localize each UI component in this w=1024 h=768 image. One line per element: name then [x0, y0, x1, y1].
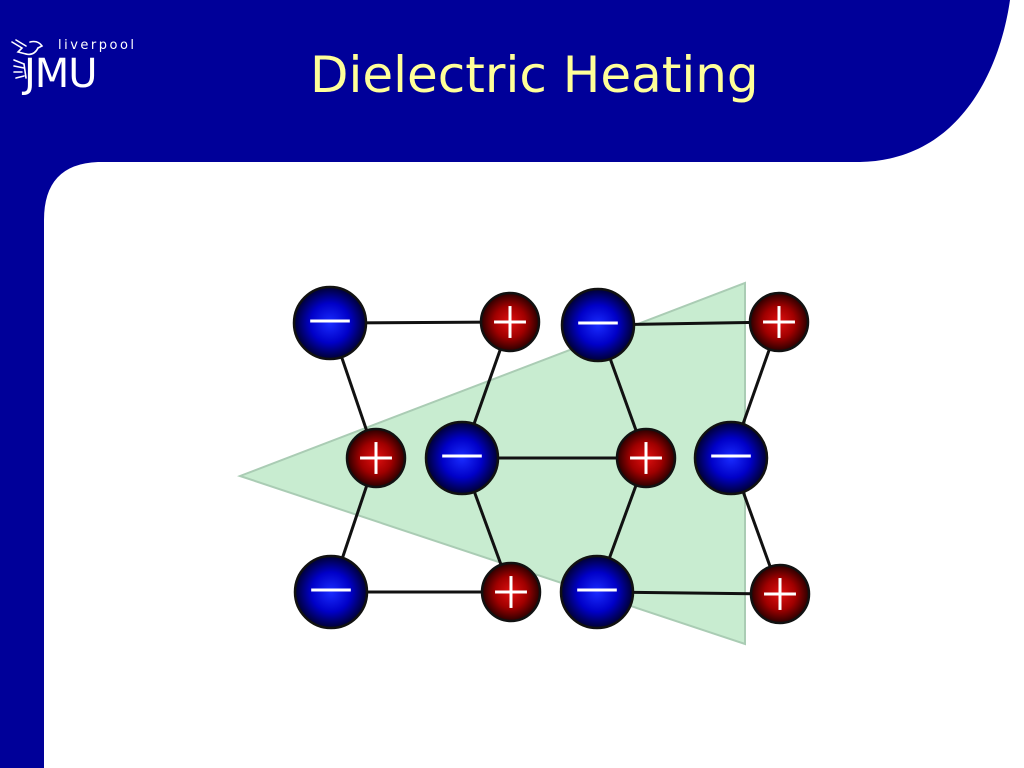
ion-circle — [559, 554, 635, 630]
ion-circle — [560, 287, 636, 363]
slide-title: Dielectric Heating — [310, 46, 759, 104]
positive-ion — [748, 291, 810, 353]
logo-big-text: JMU — [24, 51, 98, 97]
logo-small-text: liverpool — [58, 38, 137, 53]
ion-circle — [292, 285, 368, 361]
positive-ion — [479, 291, 541, 353]
negative-ion — [560, 287, 636, 363]
positive-ion — [749, 563, 811, 625]
negative-ion — [693, 420, 769, 496]
negative-ion — [424, 420, 500, 496]
negative-ion — [292, 285, 368, 361]
ion-circle — [424, 420, 500, 496]
negative-ion — [559, 554, 635, 630]
negative-ion — [293, 554, 369, 630]
positive-ion — [480, 561, 542, 623]
positive-ion — [345, 427, 407, 489]
liver-bird-icon — [11, 39, 44, 79]
ion-layer — [292, 285, 811, 630]
ion-circle — [693, 420, 769, 496]
positive-ion — [615, 427, 677, 489]
ion-circle — [293, 554, 369, 630]
